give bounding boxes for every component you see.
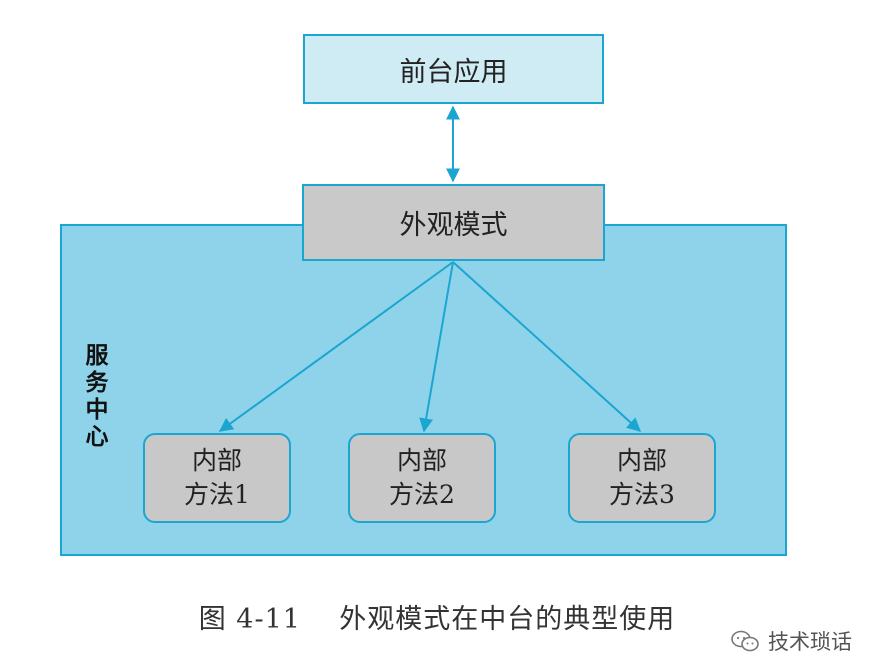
method-2-line1: 内部 <box>396 446 447 475</box>
watermark: 技术琐话 <box>730 626 852 656</box>
internal-method-2-box: 内部 方法2 <box>348 433 496 523</box>
method-1-line2: 方法1 <box>184 480 250 509</box>
frontend-app-box: 前台应用 <box>303 34 604 104</box>
facade-pattern-box: 外观模式 <box>302 184 605 261</box>
arrow-to-method-1 <box>218 261 454 432</box>
arrow-to-method-3 <box>452 261 642 432</box>
internal-method-3-box: 内部 方法3 <box>568 433 716 523</box>
internal-method-1-box: 内部 方法1 <box>143 433 291 523</box>
service-center-label: 服务中心 <box>85 343 109 450</box>
method-3-line2: 方法3 <box>609 480 675 509</box>
watermark-text: 技术琐话 <box>768 630 852 654</box>
arrow-to-method-2 <box>419 261 454 433</box>
method-2-line2: 方法2 <box>389 480 455 509</box>
wechat-icon <box>731 630 759 652</box>
figure-caption: 图 4-11 外观模式在中台的典型使用 <box>198 604 676 635</box>
facade-pattern-label: 外观模式 <box>399 210 508 241</box>
frontend-app-label: 前台应用 <box>399 56 508 88</box>
method-3-line1: 内部 <box>616 446 667 475</box>
method-1-line1: 内部 <box>191 446 242 475</box>
